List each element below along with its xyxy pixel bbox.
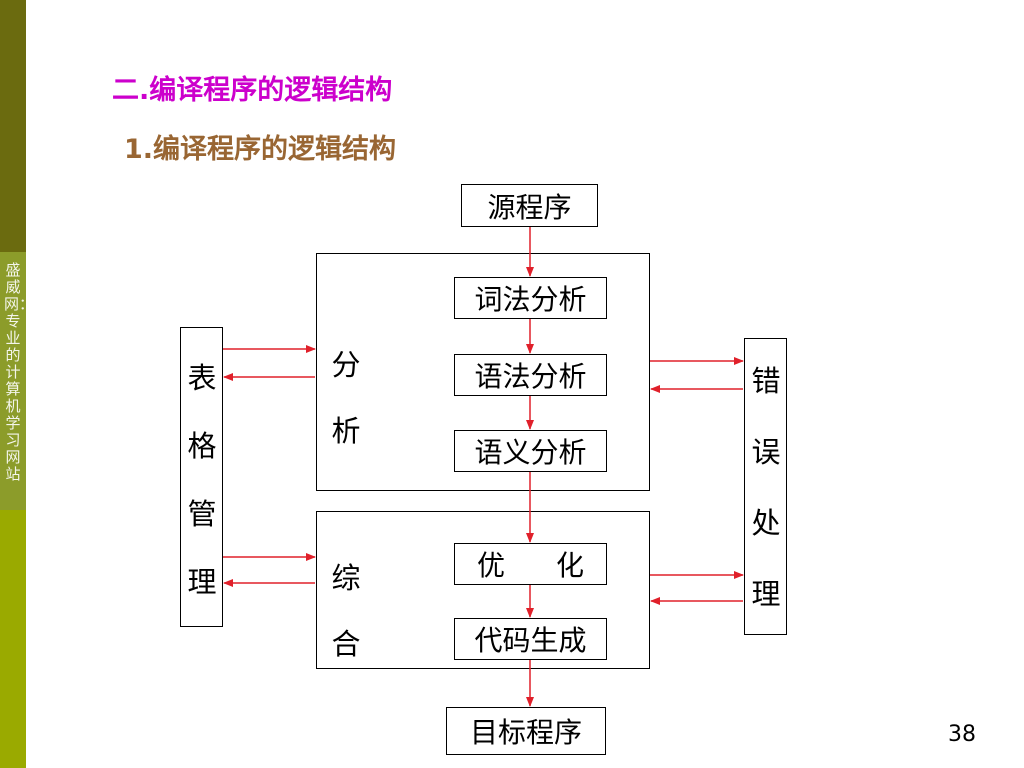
optimization-box: 优 化 <box>454 543 607 585</box>
target-program-box: 目标程序 <box>446 707 606 755</box>
table-management-label: 表格管理 <box>187 361 217 599</box>
synthesis-label: 综合 <box>331 561 361 661</box>
page-number: 38 <box>948 722 976 747</box>
optimization-label-left: 优 <box>477 549 506 582</box>
slide-title: 二.编译程序的逻辑结构 <box>112 75 393 106</box>
source-program-box: 源程序 <box>461 184 598 227</box>
syntax-analysis-box: 语法分析 <box>454 354 607 396</box>
slide-subtitle: 1.编译程序的逻辑结构 <box>124 134 397 165</box>
sidebar-top-band <box>0 0 26 252</box>
optimization-label-right: 化 <box>555 549 584 582</box>
analysis-label: 分析 <box>331 348 361 448</box>
semantic-analysis-box: 语义分析 <box>454 430 607 472</box>
error-handling-label: 错误处理 <box>751 364 781 611</box>
sidebar-bottom-band <box>0 510 26 768</box>
sidebar-watermark-text: 盛威网：专业的计算机学习网站 <box>4 261 35 483</box>
code-generation-box: 代码生成 <box>454 618 607 660</box>
sidebar-mid-band <box>0 252 26 510</box>
table-management-box <box>180 327 223 627</box>
sidebar: 盛威网：专业的计算机学习网站 <box>0 0 35 768</box>
error-handling-box <box>744 338 787 635</box>
lexical-analysis-box: 词法分析 <box>454 277 607 319</box>
